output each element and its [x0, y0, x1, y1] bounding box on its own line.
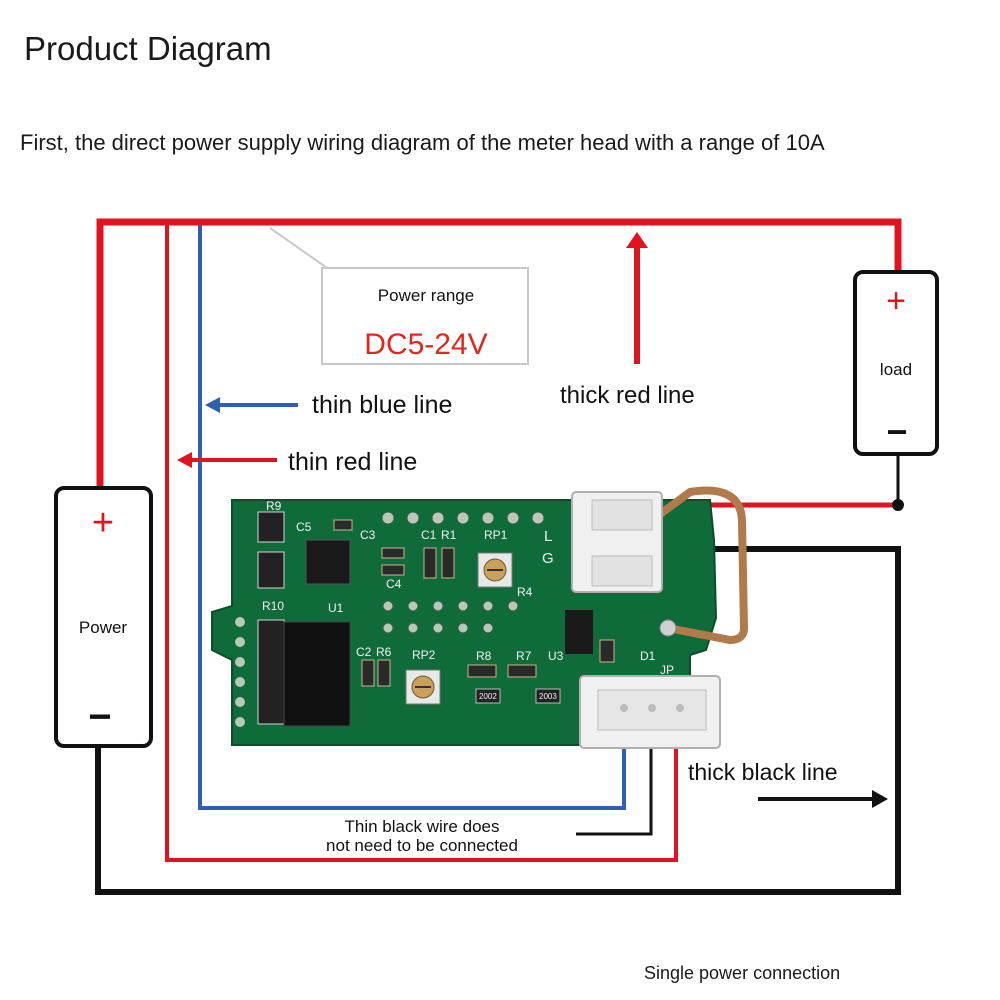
pcb-label-rp1: RP1 [484, 528, 508, 542]
label-thin-black-note-1: Thin black wire does [345, 817, 500, 836]
pcb-shunt-wire [624, 486, 749, 645]
page-subtitle: First, the direct power supply wiring di… [20, 130, 825, 155]
load-box-frame [853, 270, 939, 456]
pcb-label-c2: C2 [356, 645, 372, 659]
pcb-label-r8: R8 [476, 649, 492, 663]
pcb-header-pins [381, 511, 545, 634]
label-thick-black-line: thick black line [688, 759, 838, 785]
pcb-label-l: L [544, 528, 552, 545]
pcb-chip-u1 [305, 539, 351, 585]
pcb-label-r1: R1 [441, 528, 457, 542]
pcb-board: R9 C5 C3 C1 R1 RP1 L G C4 R10 U1 R4 C2 R… [211, 486, 749, 749]
pcb-resistor-2002 [475, 688, 501, 704]
arrow-thin-red-left [177, 452, 277, 468]
load-plus-sign: + [886, 282, 906, 320]
load-label: load [880, 360, 912, 379]
pcb-label-rp2: RP2 [412, 648, 436, 662]
pcb-label-g: G [542, 550, 554, 567]
callout-pointer [269, 227, 410, 271]
arrow-thick-red-up [626, 232, 648, 364]
pcb-label-c1: C1 [421, 528, 437, 542]
power-range-callout: Power range DC5-24V [269, 227, 529, 365]
pcb-connector-bottom [579, 675, 721, 749]
pcb-side-pins [235, 617, 245, 727]
thin-black-wire [576, 745, 653, 836]
pcb-label-u1: U1 [328, 601, 344, 615]
arrow-thick-black-right [758, 790, 888, 808]
thin-red-wire [165, 222, 678, 862]
page-title: Product Diagram [24, 30, 272, 67]
pcb-potentiometer-rp1 [477, 552, 513, 588]
arrow-thin-blue-left [205, 397, 298, 413]
pcb-label-2002: 2002 [479, 692, 497, 701]
power-supply-box: + Power − [54, 486, 153, 748]
pcb-label-r6: R6 [376, 645, 392, 659]
pcb-connector-top [571, 491, 663, 593]
pcb-chip-main [283, 621, 351, 727]
pcb-label-r4: R4 [517, 585, 533, 599]
pcb-label-c4: C4 [386, 577, 402, 591]
pcb-label-d1: D1 [640, 649, 656, 663]
load-minus-sign: − [886, 411, 907, 452]
footer-caption: Single power connection [644, 963, 841, 983]
pcb-chip-u3 [565, 610, 593, 654]
power-box-frame [54, 486, 153, 748]
thick-black-wire [95, 546, 901, 895]
power-minus-sign: − [88, 695, 111, 739]
label-thin-red-line: thin red line [288, 448, 417, 476]
thick-red-wire [96, 218, 904, 511]
pcb-label-c3: C3 [360, 528, 376, 542]
callout-frame [321, 267, 529, 365]
callout-value: DC5-24V [364, 328, 487, 361]
pcb-resistor-2003 [535, 688, 561, 704]
pcb-label-r9: R9 [266, 499, 282, 513]
label-thin-black-note-2: not need to be connected [326, 836, 518, 855]
pcb-label-u3: U3 [548, 649, 564, 663]
pcb-shunt-solder [659, 619, 677, 637]
pcb-resistor-array [257, 511, 285, 725]
pcb-label-r7: R7 [516, 649, 532, 663]
pcb-label-jp: JP [660, 663, 674, 677]
label-thick-red-line: thick red line [560, 382, 695, 409]
label-thin-blue-line: thin blue line [312, 391, 452, 419]
pcb-small-components [333, 519, 615, 687]
callout-label: Power range [378, 286, 474, 305]
load-box: + load − [853, 270, 939, 456]
pcb-label-c5: C5 [296, 520, 312, 534]
thin-blue-wire [198, 222, 626, 810]
power-label: Power [79, 618, 128, 637]
pcb-potentiometer-rp2 [405, 669, 441, 705]
pcb-label-r10: R10 [262, 599, 284, 613]
power-plus-sign: + [92, 502, 114, 544]
pcb-silkscreen: R9 C5 C3 C1 R1 RP1 L G C4 R10 U1 R4 C2 R… [262, 499, 674, 677]
pcb-label-2003: 2003 [539, 692, 557, 701]
